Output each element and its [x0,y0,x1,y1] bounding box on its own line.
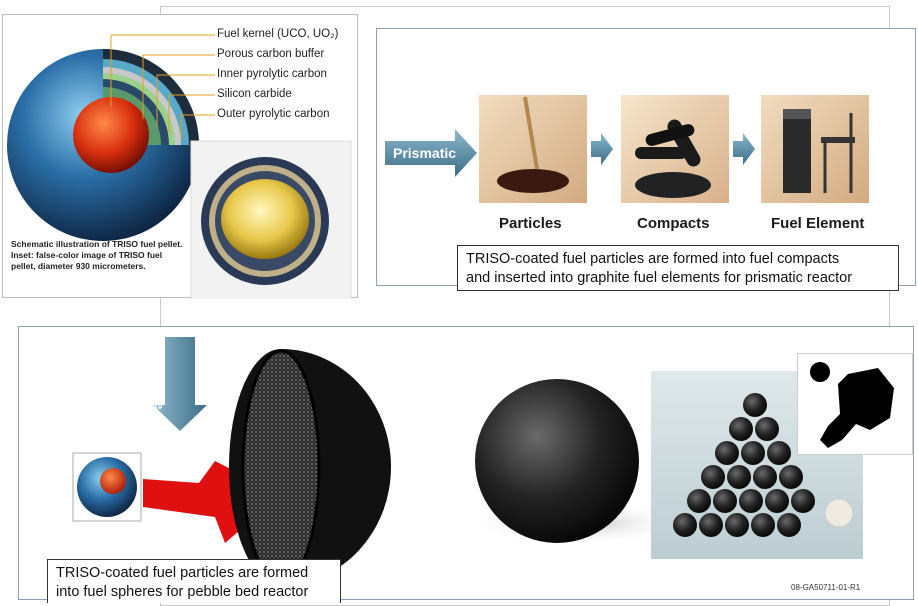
triso-caption-line-2: Inset: false-color image of TRISO fuel [11,250,163,260]
pebble-caption-line-2: into fuel spheres for pebble bed reactor [56,584,309,600]
step-label-particles: Particles [499,215,562,232]
layer-label-outer-pyc: Outer pyrolytic carbon [217,108,330,120]
step-label-compacts: Compacts [637,215,710,232]
ping-pong-icon [797,353,913,455]
layer-label-kernel: Fuel kernel (UCO, UO₂) [217,28,339,40]
step-label-fuel-element: Fuel Element [771,215,865,232]
prismatic-illustration [385,95,869,203]
pebble-caption-line-1: TRISO-coated fuel particles are formed [56,565,309,581]
figure-id: 08-GA50711-01-R1 [791,583,861,592]
layer-label-inner-pyc: Inner pyrolytic carbon [217,68,327,80]
pebble-panel: Pebble TRISO-coated fuel particles are f… [18,326,914,603]
prismatic-caption-line-2: and inserted into graphite fuel elements… [466,270,853,286]
pebble-illustration [72,337,863,585]
pebble-caption: TRISO-coated fuel particles are formed i… [47,559,341,603]
triso-cross-section [7,34,352,299]
triso-schematic-panel: Fuel kernel (UCO, UO₂) Porous carbon buf… [2,14,358,299]
prismatic-caption: TRISO-coated fuel particles are formed i… [457,245,899,291]
pebble-arrow-label: Pebble [152,367,167,410]
prismatic-arrow-label: Prismatic [393,145,457,161]
prismatic-caption-line-1: TRISO-coated fuel particles are formed i… [466,251,840,267]
triso-caption-line-3: pellet, diameter 930 micrometers. [11,261,146,271]
layer-label-buffer: Porous carbon buffer [217,48,325,60]
prismatic-panel: Prismatic Particles Compacts Fuel Elemen… [376,28,916,291]
triso-caption-line-1: Schematic illustration of TRISO fuel pel… [11,239,183,249]
triso-caption: Schematic illustration of TRISO fuel pel… [11,239,191,272]
layer-label-sic: Silicon carbide [217,88,292,100]
